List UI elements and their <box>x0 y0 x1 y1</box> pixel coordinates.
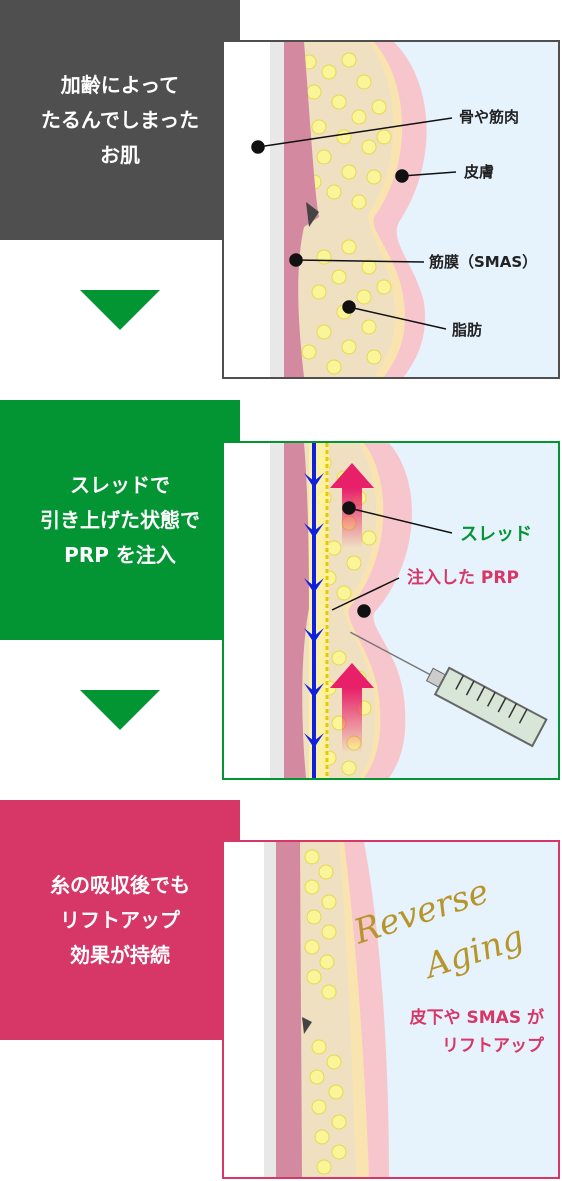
callout-fat: 脂肪 <box>452 321 483 339</box>
callout-thread: スレッド <box>460 524 532 545</box>
step2-label-line3: PRP を注入 <box>64 542 176 567</box>
result-text: 皮下や SMAS が リフトアップ <box>410 1004 544 1060</box>
step3-label-line3: 効果が持続 <box>70 942 170 967</box>
step-arrow-2 <box>80 690 160 730</box>
thread-barbs <box>304 473 324 748</box>
callout-prp: 注入した PRP <box>407 568 519 588</box>
result-line1: 皮下や SMAS が <box>409 1008 544 1028</box>
step-arrow-1 <box>80 290 160 330</box>
step3-label-line1: 糸の吸収後でも <box>50 872 190 897</box>
step2-diagram-panel: スレッド 注入した PRP <box>222 441 560 780</box>
step2-label-box: スレッドで 引き上げた状態で PRP を注入 <box>0 400 240 640</box>
step2-label-line1: スレッドで <box>70 472 170 497</box>
step1-label-line3: お肌 <box>99 142 140 167</box>
step2-skin-illustration <box>224 443 558 778</box>
step3-diagram-panel: Reverse Aging 皮下や SMAS が リフトアップ <box>222 840 560 1179</box>
step1-label-line1: 加齢によって <box>60 72 180 97</box>
prp-lift-arrow-bottom <box>330 663 374 753</box>
result-line2: リフトアップ <box>442 1036 544 1056</box>
step3-skin-illustration <box>224 842 558 1177</box>
step1-label-line2: たるんでしまった <box>40 107 200 132</box>
step2-label-line2: 引き上げた状態で <box>40 507 200 532</box>
step1-fat-globules <box>301 52 392 375</box>
step1-skin-illustration <box>224 42 558 377</box>
callout-skin: 皮膚 <box>464 163 495 181</box>
step1-label-box: 加齢によって たるんでしまった お肌 <box>0 0 240 240</box>
step3-label-box: 糸の吸収後でも リフトアップ 効果が持続 <box>0 800 240 1040</box>
step1-diagram-panel: 骨や筋肉 皮膚 筋膜（SMAS） 脂肪 <box>222 40 560 379</box>
syringe-icon <box>350 631 548 748</box>
callout-fascia: 筋膜（SMAS） <box>429 253 538 271</box>
step3-label-line2: リフトアップ <box>60 907 180 932</box>
callout-bone-muscle: 骨や筋肉 <box>459 108 520 126</box>
